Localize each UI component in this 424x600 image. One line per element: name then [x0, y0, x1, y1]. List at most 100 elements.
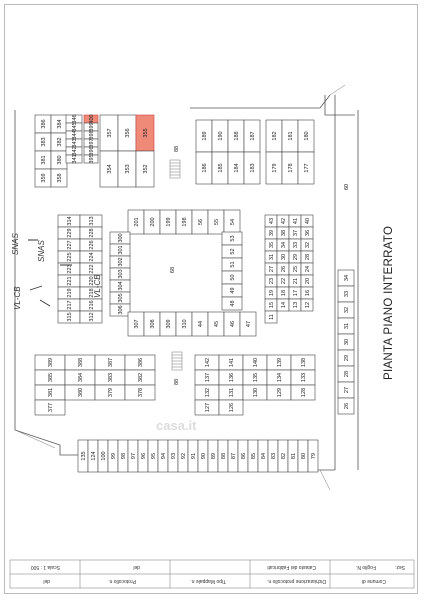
parking-space-number: 86 — [241, 453, 247, 459]
parking-space-number: 47 — [246, 321, 252, 327]
parking-space-number: 225 — [67, 252, 73, 261]
parking-space-number: 129 — [277, 388, 283, 397]
parking-space-number: 40 — [305, 218, 311, 224]
parking-space-number: 138 — [301, 358, 307, 367]
parking-space-number: 354 — [107, 164, 113, 173]
parking-space-number: 304 — [118, 281, 124, 290]
parking-space-number: 30 — [344, 339, 350, 345]
parking-space-number: 94 — [161, 453, 167, 459]
parking-space-number: 185 — [218, 163, 224, 172]
parking-space — [290, 384, 316, 401]
parking-space-number: 43 — [269, 218, 275, 224]
parking-space-number: 79 — [311, 453, 317, 459]
parking-space-number: 137 — [205, 373, 211, 382]
parking-space-number: 300 — [118, 233, 124, 242]
parking-space-number: 216 — [89, 300, 95, 309]
parking-space-number: 217 — [67, 300, 73, 309]
parking-space-number: 26 — [281, 266, 287, 272]
parking-space-number: 89 — [211, 453, 217, 459]
parking-space-number: 42 — [281, 218, 287, 224]
parking-space-number: 386 — [41, 119, 47, 128]
parking-space-number: 52 — [230, 248, 236, 254]
title-cell-10: Sez. — [395, 564, 405, 570]
parking-space-number: 302 — [118, 257, 124, 266]
road-line-e — [319, 469, 331, 491]
parking-space-number: 223 — [67, 264, 73, 273]
parking-space-number: 341 — [72, 154, 78, 163]
parking-space-number: 33 — [293, 242, 299, 248]
parking-space-number: 181 — [288, 131, 294, 140]
parking-space-number: 48 — [230, 300, 236, 306]
parking-space-number: 186 — [202, 163, 208, 172]
parking-space-number: 91 — [191, 453, 197, 459]
site-outline-top — [190, 94, 331, 109]
parking-space-number: 134 — [277, 373, 283, 382]
parking-space — [124, 384, 156, 401]
parking-space-number: 92 — [181, 453, 187, 459]
title-cell-9: Foglio N. — [356, 564, 376, 570]
parking-space — [337, 397, 355, 415]
parking-space — [243, 151, 261, 185]
parking-space-number: 384 — [57, 119, 63, 128]
parking-space-number: 357 — [107, 128, 113, 137]
parking-space-number: 229 — [67, 228, 73, 237]
title-cell-7: Catasto dei Fabbricati — [267, 564, 316, 570]
parking-space-number: 88 — [221, 453, 227, 459]
parking-space — [79, 310, 103, 324]
ramp-marker-bottom — [171, 351, 183, 371]
parking-space-number: 399 — [89, 122, 95, 131]
parking-space-number: 80 — [301, 453, 307, 459]
parking-space-number: 136 — [229, 373, 235, 382]
diagonal-boundary — [14, 429, 56, 449]
parking-space-number: 97 — [131, 453, 137, 459]
parking-space-number: 388 — [78, 358, 84, 367]
parking-space-number: 13 — [293, 302, 299, 308]
parking-space-number: 382 — [57, 137, 63, 146]
parking-space-number: 220 — [89, 276, 95, 285]
parking-space-number: 15 — [269, 302, 275, 308]
parking-space-number: 226 — [89, 240, 95, 249]
parking-space-number: 344 — [72, 130, 78, 139]
parking-space-number: 96 — [141, 453, 147, 459]
parking-space-number: 356 — [125, 128, 131, 137]
parking-space-number: 18 — [281, 290, 287, 296]
parking-space-number: 382 — [138, 373, 144, 382]
parking-space-number: 11 — [269, 314, 275, 320]
parking-space-number: 228 — [89, 228, 95, 237]
parking-space-number: 82 — [281, 453, 287, 459]
parking-space-number: 200 — [150, 217, 156, 226]
title-cell-8: Comune di — [362, 578, 386, 584]
parking-space-number: 14 — [281, 302, 287, 308]
parking-space-number: 353 — [125, 164, 131, 173]
parking-space-number: 201 — [134, 217, 140, 226]
parking-space — [50, 168, 68, 188]
parking-space-number: 187 — [250, 131, 256, 140]
road-label-right: 60 — [344, 184, 350, 190]
parking-space-number: 380 — [57, 155, 63, 164]
road-line-d — [329, 84, 346, 96]
parking-space-number: 126 — [229, 403, 235, 412]
parking-space-number: 21 — [293, 278, 299, 284]
parking-space-number: 85 — [251, 453, 257, 459]
parking-space-number: 306 — [118, 305, 124, 314]
parking-space-number: 387 — [108, 358, 114, 367]
parking-space-number: 345 — [72, 122, 78, 131]
parking-space-number: 305 — [118, 293, 124, 302]
parking-space-number: 385 — [48, 373, 54, 382]
parking-space-number: 29 — [344, 355, 350, 361]
parking-space-number: 46 — [230, 321, 236, 327]
parking-space-number: 139 — [277, 358, 283, 367]
parking-space-number: 309 — [166, 319, 172, 328]
parking-space-number: 132 — [205, 388, 211, 397]
parking-space-number: 33 — [344, 291, 350, 297]
parking-space — [34, 399, 66, 416]
parking-space-number: 20 — [305, 278, 311, 284]
parking-space-number: 389 — [48, 358, 54, 367]
parking-space-number: 342 — [72, 146, 78, 155]
